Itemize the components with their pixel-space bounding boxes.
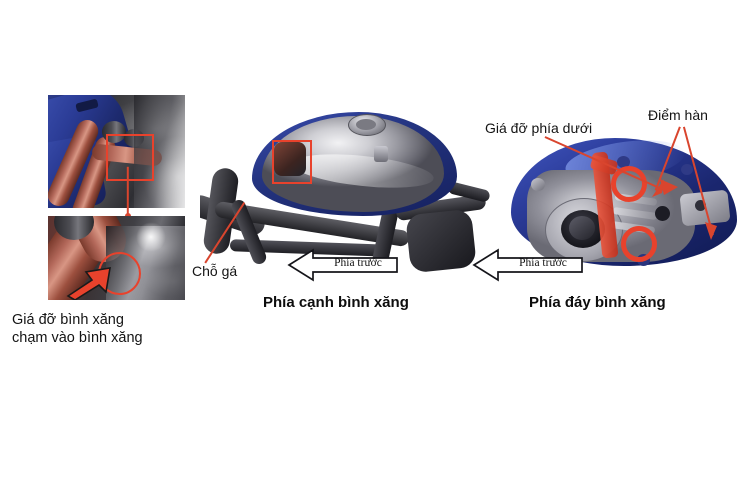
pump-flange-inner-part [569,216,595,240]
weld-point-lower [621,226,657,262]
right-callout-bracket-label: Giá đỡ phía dưới [485,120,593,136]
mount-highlight-box [272,140,312,184]
left-caption: Giá đỡ bình xăng chạm vào bình xăng [12,311,202,347]
fuel-cap-inner [356,119,376,130]
frame-shadow [134,95,185,208]
frame-rear-cluster [405,208,477,274]
detail-highlight-box [106,134,154,181]
bolt-boss-right [681,164,693,175]
right-callout-weld-label: Điểm hàn [648,107,708,123]
right-caption: Phía đáy bình xăng [529,294,666,311]
bolt-boss-left [531,178,545,191]
right-photo [505,130,745,285]
weld-point-upper [611,166,647,202]
weld-point-leader-upper-head [652,179,664,197]
middle-photo [200,100,490,285]
weld-point-leader-lower-head [705,222,717,240]
pivot-boss [102,121,126,143]
left-caption-line1: Giá đỡ bình xăng [12,312,124,328]
rear-mount-hole [695,200,706,211]
left-bottom-photo [48,216,185,300]
zoom-connector-line [127,166,129,217]
left-caption-line2: chạm vào bình xăng [12,330,143,346]
middle-callout-label: Chỗ gá [192,263,238,279]
contact-point-arrow [66,267,111,300]
lower-bracket-leader-head [660,179,678,195]
left-top-photo [48,95,185,208]
tank-mount-detail [274,142,306,176]
bolt-boss-top [617,156,630,168]
middle-direction-arrow: Phía trước [287,248,399,282]
middle-direction-text: Phía trước [334,257,382,269]
mount-hole-center [655,206,670,221]
right-direction-text: Phía trước [519,257,567,269]
tank-vent-nub [374,146,388,162]
right-direction-arrow: Phía trước [472,248,584,282]
magnified-highlight [136,222,166,252]
middle-caption: Phía cạnh bình xăng [263,294,409,311]
